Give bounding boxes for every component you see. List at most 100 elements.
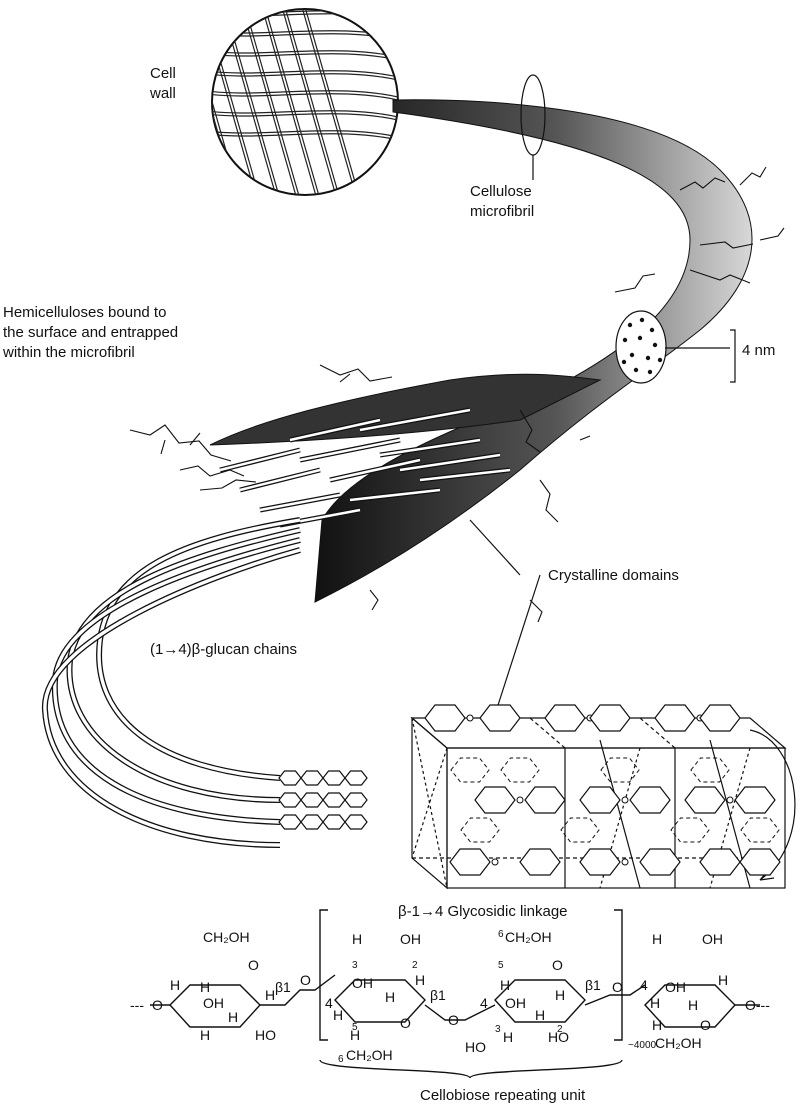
ring3-h: H (535, 1007, 545, 1023)
crystal-glucose-ring (735, 787, 775, 813)
crystal-glucose-ring (700, 849, 740, 875)
glucose-ring-hexagon (345, 771, 367, 785)
glucose-ring-hexagon (345, 815, 367, 829)
ring2-c3: 3 (352, 960, 358, 971)
ring4-oh: OH (665, 979, 686, 995)
ring2-beta1: β1 (430, 987, 446, 1003)
cell-wall-fiber (120, 0, 180, 210)
linkage-o: O (300, 972, 311, 988)
glucan-ladder-segment (300, 440, 400, 460)
crystal-oxygen-bridge (622, 797, 628, 803)
crystal-oxygen-bridge (517, 797, 523, 803)
ring3-h: H (555, 987, 565, 1003)
label-wall: wall (149, 85, 176, 102)
crystal-hidden-ring (601, 758, 639, 782)
label-glycosidic-linkage: β-1→4 Glycosidic linkage (398, 903, 568, 920)
ring4-h: H (650, 995, 660, 1011)
ring1-o-left: O (152, 997, 163, 1013)
crystal-hidden-ring (671, 818, 709, 842)
glucose-ring-hexagon (279, 815, 301, 829)
ring3-ho-2: HO (465, 1039, 486, 1055)
label-cellobiose-repeating-unit: Cellobiose repeating unit (420, 1087, 586, 1104)
crystal-hidden-ring (561, 818, 599, 842)
ring3-c3: 3 (495, 1024, 501, 1035)
cell-wall-magnified-circle (120, 0, 410, 210)
ring4-h: H (688, 997, 698, 1013)
cellulose-microfibril (130, 100, 784, 622)
ring4-o: O (700, 1017, 711, 1033)
ring2-ch2oh: CH₂OH (346, 1047, 393, 1063)
crystal-oxygen-bridge (622, 859, 628, 865)
crystal-hidden-ring (691, 758, 729, 782)
crystal-glucose-ring (640, 849, 680, 875)
crystal-hidden-ring (741, 818, 779, 842)
crystal-glucose-ring (450, 849, 490, 875)
cross-section-dot (638, 336, 642, 340)
ring1-h: H (228, 1009, 238, 1025)
left-bracket (320, 910, 328, 1040)
glucose-ring-hexagon (279, 771, 301, 785)
glucan-ladder-segment (220, 450, 300, 470)
crystal-glucose-ring (655, 705, 695, 731)
ring3-c4: 4 (480, 995, 488, 1011)
ring1-beta1: β1 (275, 979, 291, 995)
cross-section-dot (628, 323, 632, 327)
crystal-glucose-ring (545, 705, 585, 731)
ring2-c4: 4 (325, 995, 333, 1011)
ring3-beta1: β1 (585, 977, 601, 993)
ring2-c6: 6 (338, 1054, 344, 1065)
glucose-ring-2 (335, 980, 425, 1022)
glucose-ring-hexagon (301, 771, 323, 785)
cell-wall-fiber (140, 0, 200, 210)
ring1-oh: OH (203, 995, 224, 1011)
ring1-h: H (265, 987, 275, 1003)
chain-dash-right: O--- (745, 997, 770, 1013)
ring4-h: H (652, 931, 662, 947)
label-microfibril: microfibril (470, 203, 534, 220)
glucose-ring-hexagon (323, 771, 345, 785)
ring2-h: H (385, 989, 395, 1005)
glucan-chain-tubes (45, 520, 300, 845)
crystal-glucose-ring (425, 705, 465, 731)
glucose-ring-hexagon (279, 793, 301, 807)
ring1-h: H (200, 1027, 210, 1043)
glucan-ladder-segment (260, 495, 340, 510)
chain-dash-left: --- (130, 997, 144, 1013)
ring2-h: H (333, 1007, 343, 1023)
ring4-ch2oh: CH₂OH (655, 1035, 702, 1051)
glucose-ring-hexagon (323, 815, 345, 829)
label-cell: Cell (150, 65, 176, 82)
cross-section-dot (623, 338, 627, 342)
crystal-glucose-ring (630, 787, 670, 813)
ring3-o: O (552, 957, 563, 973)
cross-section-dot (622, 360, 626, 364)
glucan-ladder-segment (240, 470, 320, 490)
ring1-o: O (248, 957, 259, 973)
label-4nm: 4 nm (742, 342, 775, 359)
ring1-ch2oh: CH₂OH (203, 929, 250, 945)
cross-section-dot (648, 370, 652, 374)
cross-section-dot (650, 328, 654, 332)
crystal-oxygen-bridge (492, 859, 498, 865)
ring3-ho: HO (548, 1029, 569, 1045)
ring1-ho: HO (255, 1027, 276, 1043)
crystal-glucose-ring (590, 705, 630, 731)
ring4-h: H (718, 972, 728, 988)
ring2-oh: OH (400, 931, 421, 947)
ring3-h: H (500, 977, 510, 993)
ring2-h: H (350, 1027, 360, 1043)
glucose-ring-hexagon (301, 815, 323, 829)
crystal-glucose-ring (700, 705, 740, 731)
crystal-glucose-ring (685, 787, 725, 813)
diagram-labels: Cell wall Cellulose microfibril Hemicell… (2, 65, 775, 1104)
ring2-h: H (352, 931, 362, 947)
ring2-h: H (415, 972, 425, 988)
cell-wall-fiber (123, 0, 183, 210)
right-bracket (614, 910, 622, 1040)
cross-section-dot (653, 343, 657, 347)
ring2-o-link: O (448, 1012, 459, 1028)
ring3-c5: 5 (498, 960, 504, 971)
